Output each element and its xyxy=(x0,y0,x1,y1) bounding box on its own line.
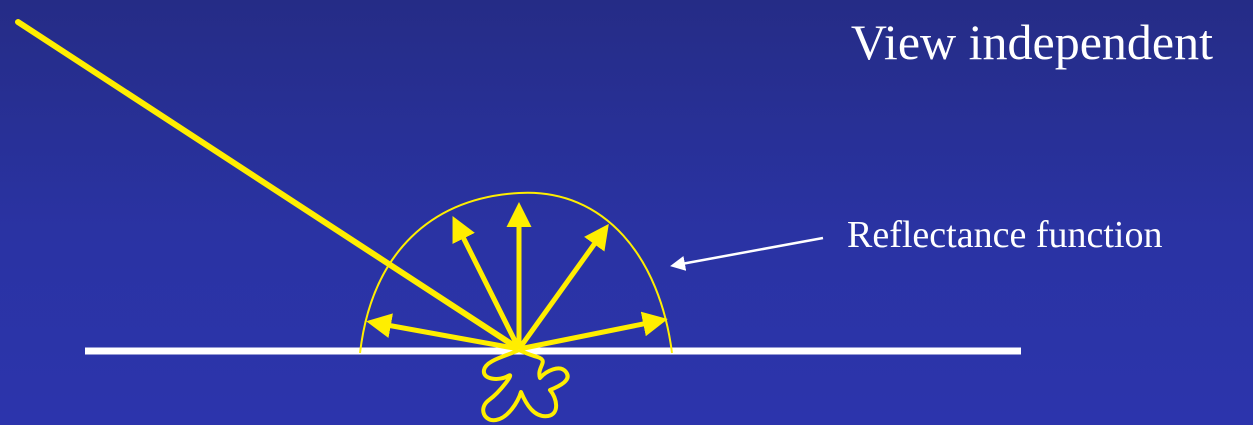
slide-title: View independent xyxy=(851,12,1213,72)
reflected-ray-right xyxy=(519,321,658,349)
incident-light-ray xyxy=(18,22,519,349)
reflected-ray-upper-right xyxy=(519,232,603,349)
annotation-arrow xyxy=(676,238,823,265)
subsurface-scatter-squiggle xyxy=(483,350,567,420)
reflectance-function-label: Reflectance function xyxy=(847,212,1162,258)
